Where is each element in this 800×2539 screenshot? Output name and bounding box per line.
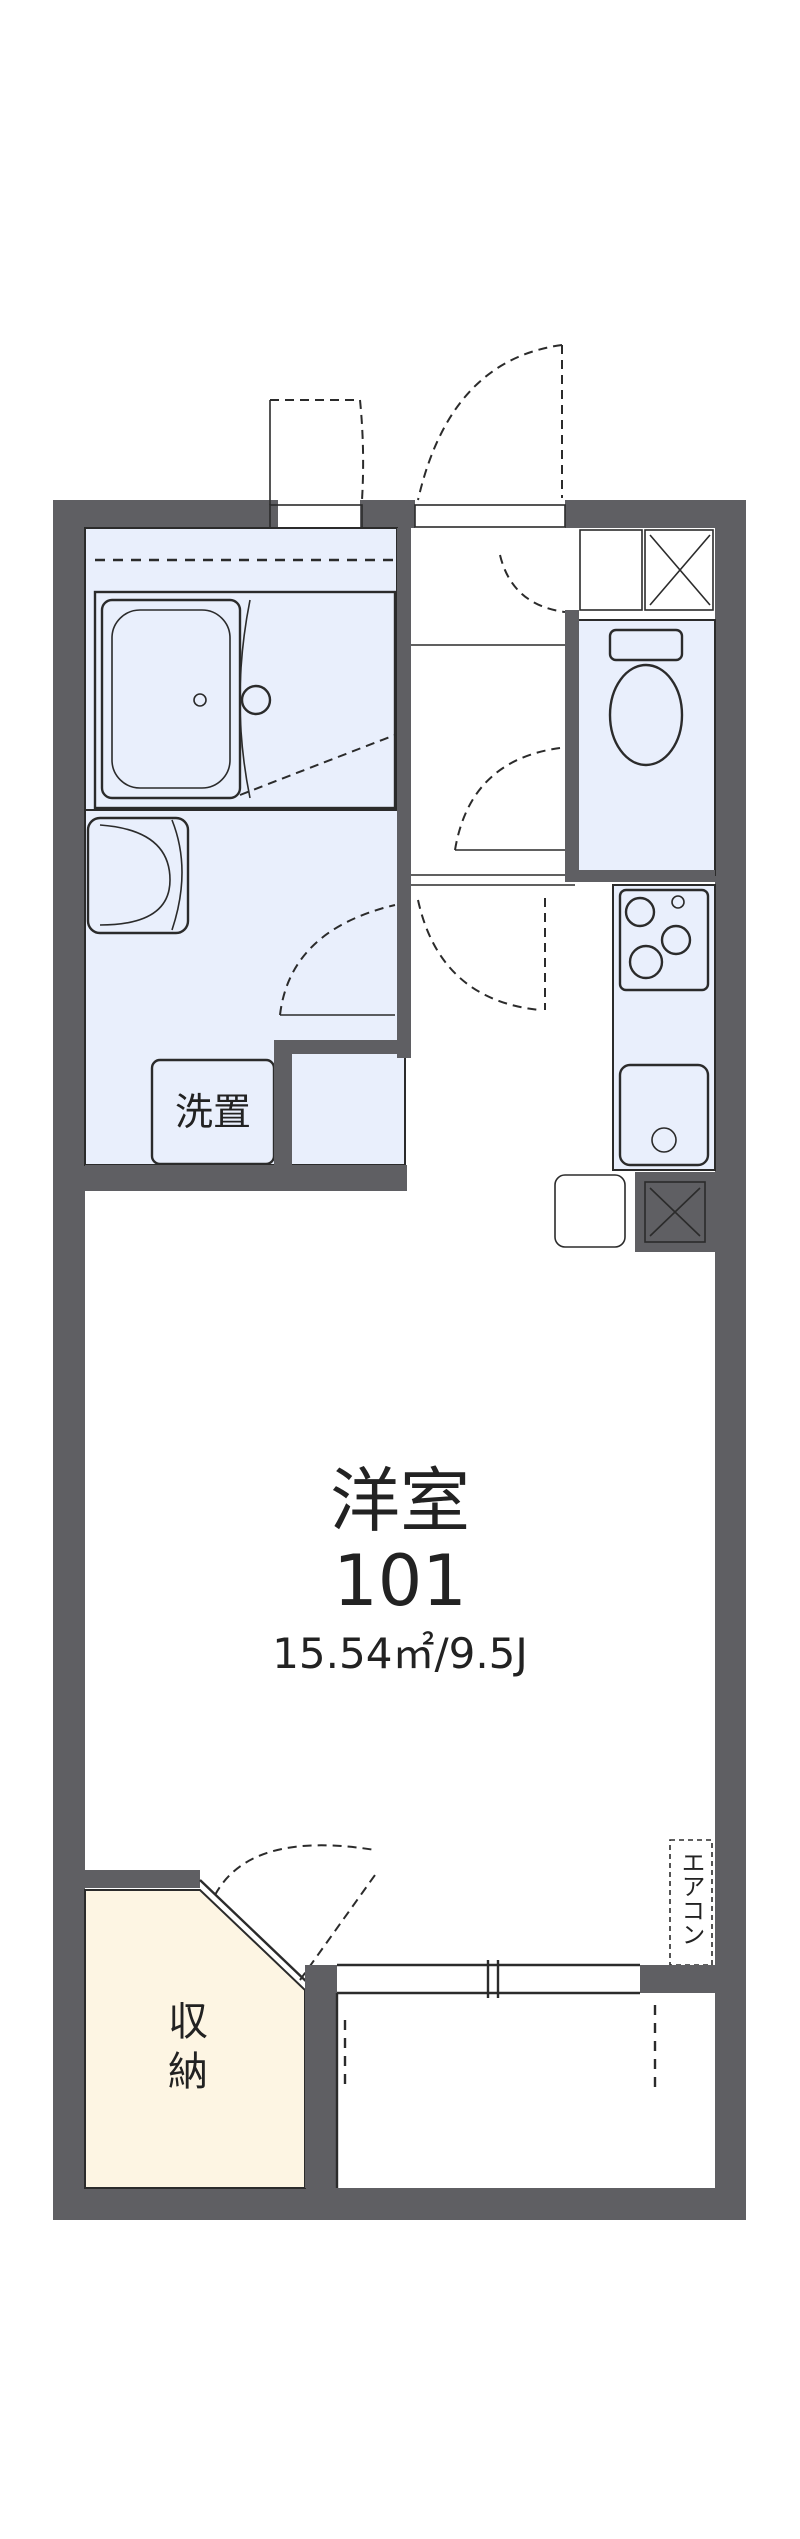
toilet bbox=[565, 529, 716, 882]
bathroom bbox=[84, 527, 398, 811]
room-area: 15.54㎡/9.5J bbox=[272, 1629, 528, 1678]
storage-label-1: 収 bbox=[168, 1999, 208, 2045]
exterior-walls bbox=[53, 500, 746, 2220]
hallway bbox=[411, 554, 575, 1011]
entrance-area bbox=[269, 344, 566, 541]
storage-label-2: 納 bbox=[168, 2049, 208, 2095]
aircon-label: エアコン bbox=[677, 1850, 705, 1946]
western-room-label: 洋室 bbox=[330, 1460, 470, 1542]
washer-space-label: 洗置 bbox=[175, 1090, 251, 1134]
kitchen bbox=[554, 884, 716, 1252]
western-room: 洋室 101 15.54㎡/9.5J エアコン bbox=[272, 1460, 713, 1966]
room-number: 101 bbox=[333, 1540, 467, 1622]
washroom: 洗置 bbox=[84, 528, 411, 1191]
balcony-window bbox=[305, 1960, 715, 2188]
